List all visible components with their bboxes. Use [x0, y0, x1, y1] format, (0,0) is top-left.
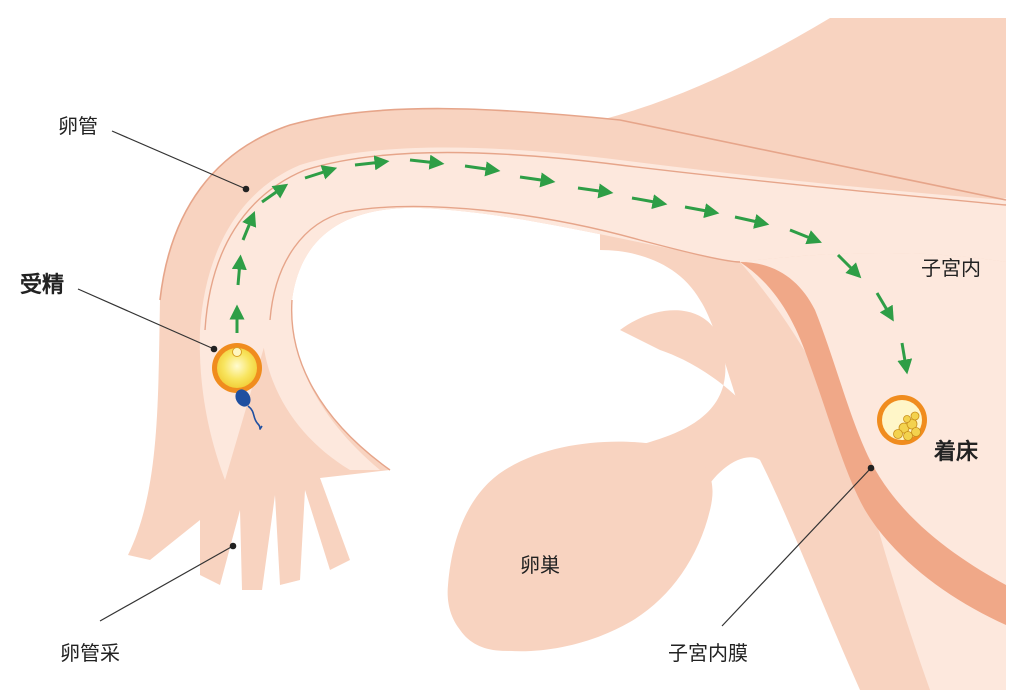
arrow-10	[577, 183, 614, 199]
arrow-8	[464, 161, 501, 177]
arrow-9	[519, 172, 556, 188]
label-uterine-cavity: 子宮内	[921, 256, 981, 280]
label-fimbriae: 卵管采	[60, 641, 120, 665]
label-fallopian-tube: 卵管	[58, 114, 98, 138]
arrow-15	[836, 253, 862, 279]
arrow-7	[409, 154, 445, 170]
ovary-main	[447, 441, 713, 652]
leader-fertilization	[77, 288, 215, 350]
arrow-4	[261, 183, 289, 204]
fertilized-egg-icon	[212, 343, 262, 393]
arrow-6	[354, 155, 390, 171]
arrow-12	[684, 203, 720, 219]
label-endometrium: 子宮内膜	[668, 641, 748, 665]
arrow-5	[304, 165, 338, 180]
tube-wall-lower-line	[290, 299, 391, 471]
label-fertilization: 受精	[20, 272, 64, 298]
blastocyst-icon	[877, 395, 927, 445]
dot-endometrium	[867, 464, 875, 472]
sperm-icon	[235, 389, 263, 430]
arrow-17	[897, 342, 913, 375]
arrow-13	[734, 214, 770, 229]
dot-fertilization	[210, 345, 218, 353]
leader-dots	[210, 185, 875, 550]
tube-wall-inner-line-bottom	[269, 205, 741, 321]
arrow-2	[231, 254, 247, 286]
dot-fallopian-tube	[242, 185, 250, 193]
leader-fimbriae	[99, 545, 234, 622]
label-implantation: 着床	[933, 439, 979, 465]
label-ovary: 卵巣	[520, 553, 560, 577]
arrow-14	[789, 228, 822, 245]
dot-fimbriae	[229, 542, 237, 550]
leader-fallopian-tube	[111, 130, 247, 190]
arrow-11	[631, 194, 668, 210]
leader-lines	[77, 130, 872, 627]
endometrium-band	[740, 262, 1006, 625]
tube-wall-outer-line	[159, 107, 1007, 301]
arrow-16	[875, 292, 894, 322]
leader-endometrium	[721, 467, 872, 627]
arrow-3	[241, 211, 257, 241]
egg-transport-arrows	[229, 154, 913, 375]
fallopian-tube-lumen	[199, 147, 1007, 480]
